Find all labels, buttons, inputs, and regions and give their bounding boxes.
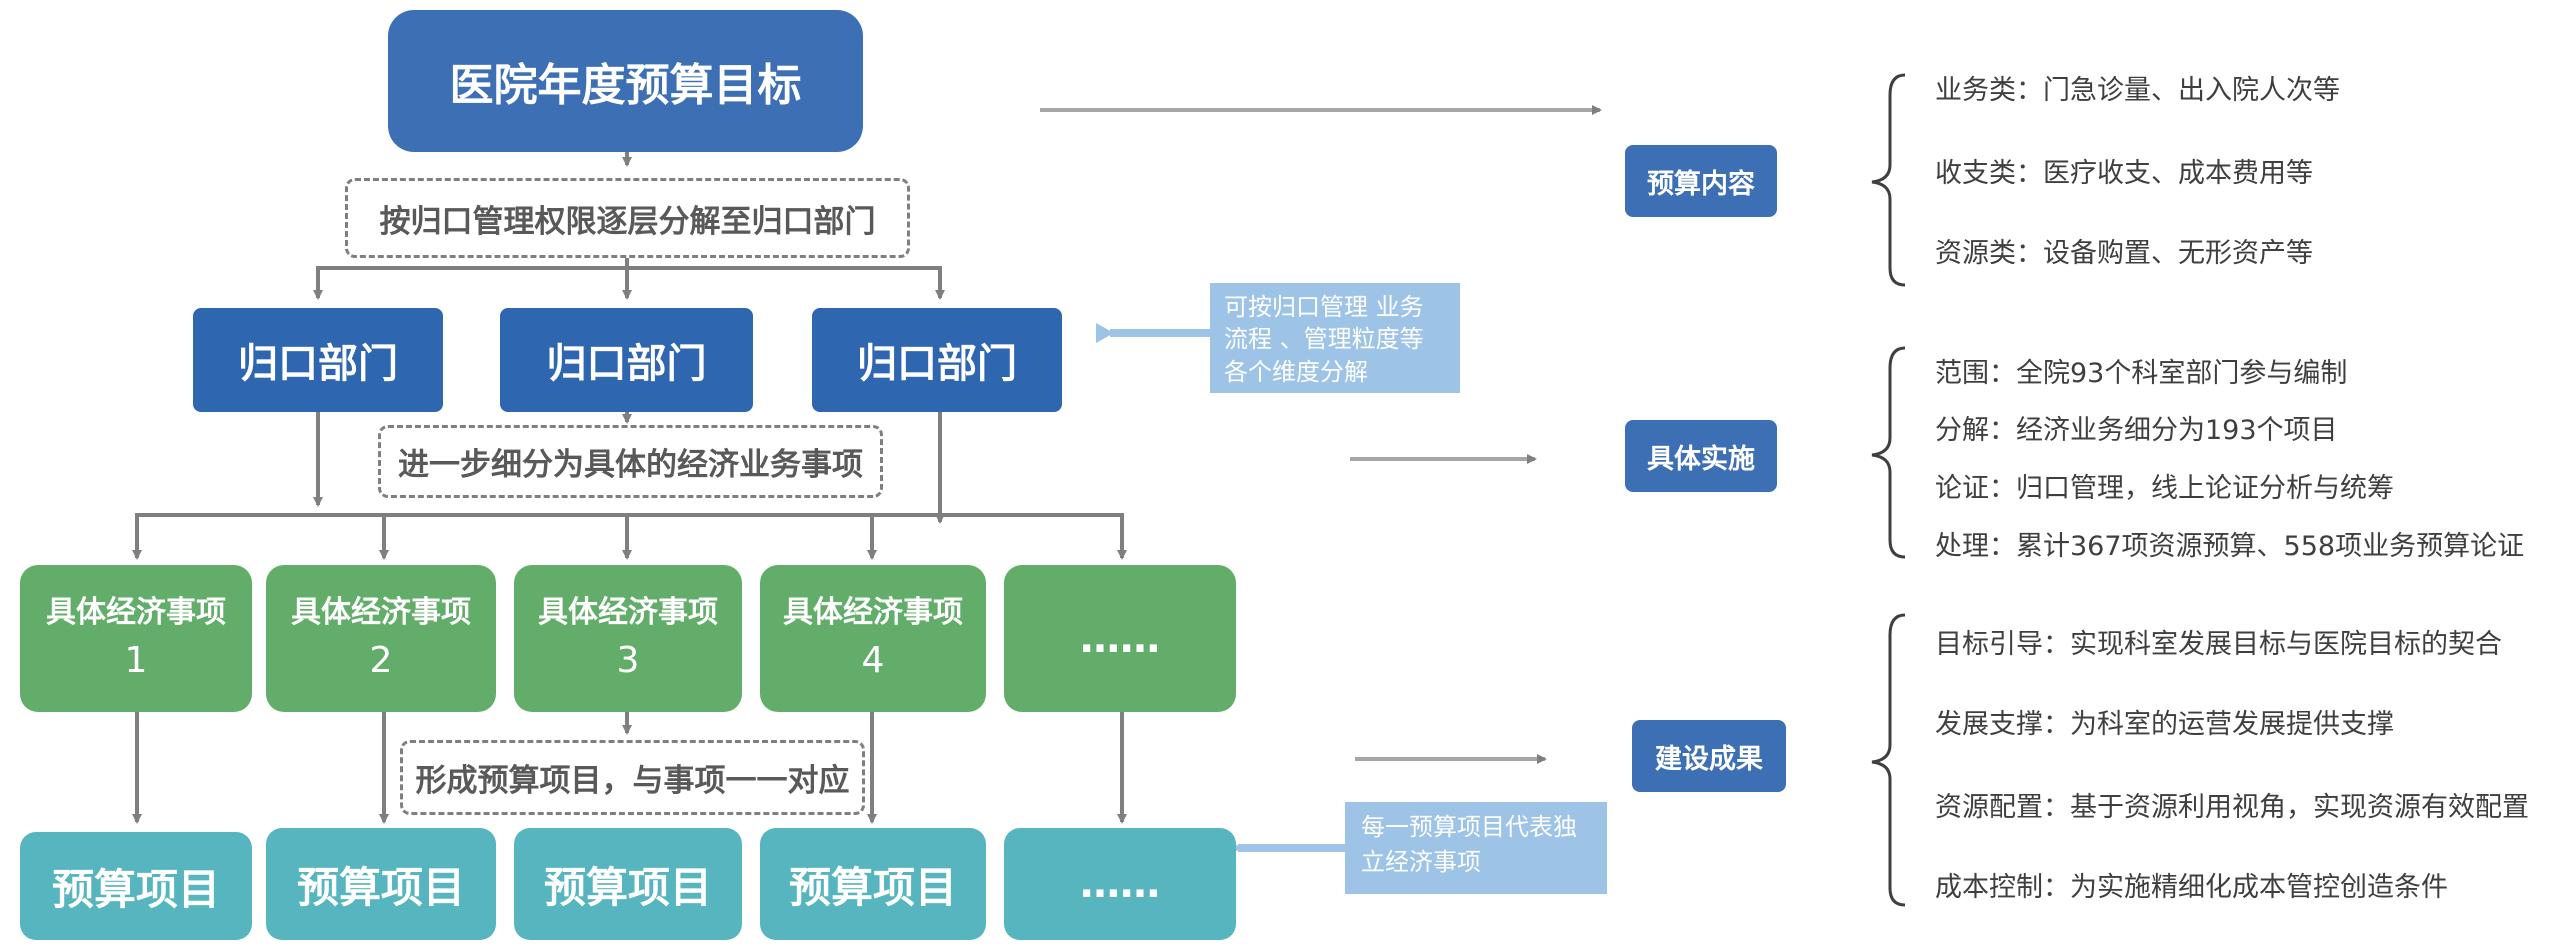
section-label-budget-content: 预算内容 [1625, 145, 1777, 217]
budget-project-3: 预算项目 [514, 828, 742, 940]
outcome-line-cost-control: 成本控制：为实施精细化成本管控创造条件 [1935, 872, 2448, 903]
economic-item-3: 具体经济事项 3 [514, 565, 742, 712]
economic-item-1: 具体经济事项 1 [20, 565, 252, 712]
budget-content-line-income-expense: 收支类：医疗收支、成本费用等 [1935, 158, 2313, 189]
department-box-2: 归口部门 [500, 308, 753, 412]
outcome-line-goal-guidance: 目标引导：实现科室发展目标与医院目标的契合 [1935, 629, 2502, 660]
economic-item-label: …… [1080, 615, 1160, 662]
budget-content-line-resources: 资源类：设备购置、无形资产等 [1935, 238, 2313, 269]
department-box-1: 归口部门 [193, 308, 443, 412]
budget-project-4: 预算项目 [760, 828, 986, 940]
budget-content-line-business: 业务类：门急诊量、出入院人次等 [1935, 75, 2340, 106]
economic-item-label: 具体经济事项 [783, 595, 963, 631]
step1-decompose-label: 按归口管理权限逐层分解至归口部门 [345, 178, 910, 258]
outcome-line-resource-allocation: 资源配置：基于资源利用视角，实现资源有效配置 [1935, 792, 2529, 823]
outcome-line-development-support: 发展支撑：为科室的运营发展提供支撑 [1935, 709, 2394, 740]
economic-item-number: 4 [861, 639, 885, 681]
economic-item-number: 3 [616, 639, 640, 681]
budget-goal-title: 医院年度预算目标 [388, 10, 863, 152]
budget-project-more: …… [1004, 828, 1236, 940]
economic-item-4: 具体经济事项 4 [760, 565, 986, 712]
economic-item-number: 2 [369, 639, 393, 681]
step2-subdivide-label: 进一步细分为具体的经济业务事项 [378, 425, 883, 498]
budget-project-2: 预算项目 [266, 828, 496, 940]
economic-item-number: 1 [124, 639, 148, 681]
callout-project-independence: 每一预算项目代表独立经济事项 [1345, 802, 1607, 894]
section-label-outcomes: 建设成果 [1632, 720, 1786, 792]
economic-item-label: 具体经济事项 [538, 595, 718, 631]
implementation-line-processing: 处理：累计367项资源预算、558项业务预算论证 [1935, 531, 2525, 562]
step3-projects-label: 形成预算项目，与事项一一对应 [400, 740, 865, 815]
budget-project-1: 预算项目 [20, 832, 252, 940]
economic-item-label: 具体经济事项 [46, 595, 226, 631]
implementation-line-validation: 论证：归口管理，线上论证分析与统筹 [1935, 473, 2394, 504]
economic-item-2: 具体经济事项 2 [266, 565, 496, 712]
economic-item-label: 具体经济事项 [291, 595, 471, 631]
economic-item-more: …… [1004, 565, 1236, 712]
implementation-line-scope: 范围：全院93个科室部门参与编制 [1935, 358, 2348, 389]
department-box-3: 归口部门 [812, 308, 1062, 412]
section-label-implementation: 具体实施 [1625, 420, 1777, 492]
implementation-line-decomposition: 分解：经济业务细分为193个项目 [1935, 415, 2338, 446]
callout-decompose-dimensions: 可按归口管理 业务流程 、管理粒度等各个维度分解 [1210, 283, 1460, 393]
